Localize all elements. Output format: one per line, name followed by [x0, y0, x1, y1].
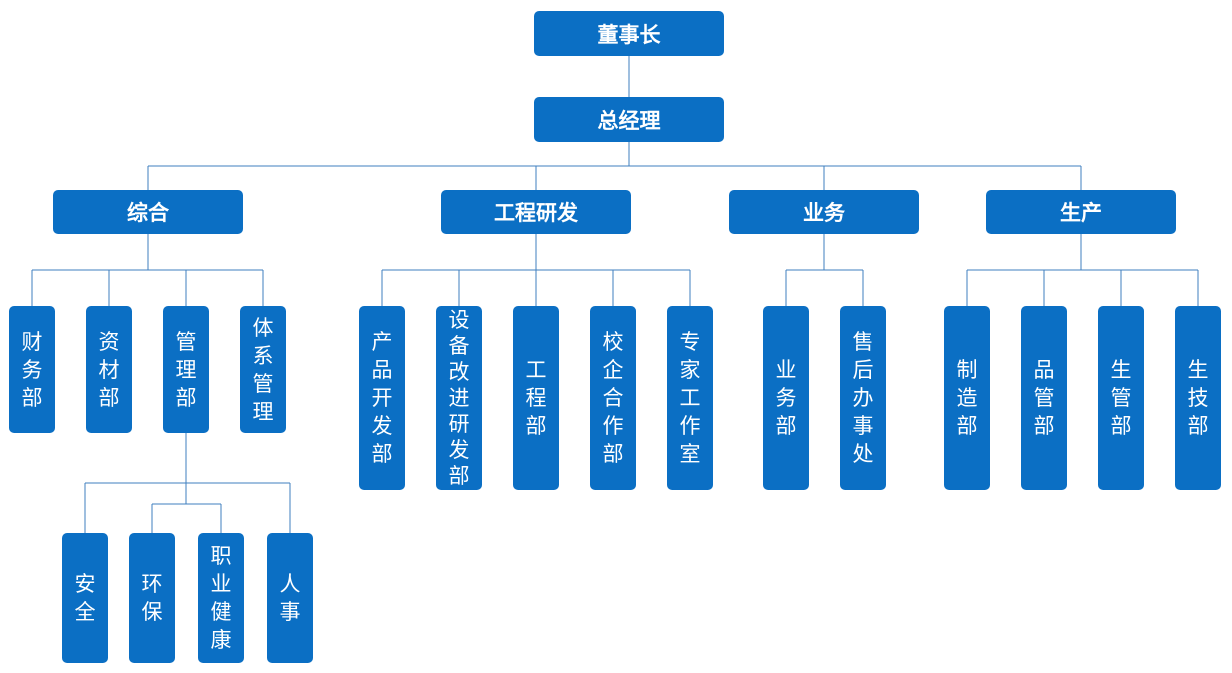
unit-personnel-label: 人事 — [279, 572, 301, 624]
dept-quality-mgmt-label: 品管部 — [1033, 358, 1055, 438]
division-engineering-label: 工程研发 — [494, 201, 578, 225]
dept-expert-office-box: 专家工作室 — [667, 306, 713, 490]
dept-after-sales-box: 售后办事处 — [840, 306, 886, 490]
dept-finance-label: 财务部 — [21, 329, 43, 410]
dept-system-mgmt-label: 体系管理 — [252, 315, 274, 424]
dept-production-mgmt-box: 生管部 — [1098, 306, 1144, 490]
division-production-label: 生产 — [1060, 201, 1102, 225]
general-manager-label: 总经理 — [597, 108, 661, 133]
dept-expert-office-label: 专家工作室 — [679, 330, 701, 466]
general-manager-box: 总经理 — [534, 97, 724, 142]
dept-school-enterprise-box: 校企合作部 — [590, 306, 636, 490]
dept-finance-box: 财务部 — [9, 306, 55, 433]
chairman-label: 董事长 — [597, 22, 661, 47]
unit-occupational-health-box: 职业健康 — [198, 533, 244, 663]
dept-after-sales-label: 售后办事处 — [852, 330, 874, 466]
unit-safety-box: 安全 — [62, 533, 108, 663]
dept-manufacturing-label: 制造部 — [956, 358, 978, 438]
dept-materials-box: 资材部 — [86, 306, 132, 433]
dept-production-tech-box: 生技部 — [1175, 306, 1221, 490]
dept-production-mgmt-label: 生管部 — [1110, 358, 1132, 438]
unit-occupational-health-label: 职业健康 — [210, 544, 232, 652]
dept-business-box: 业务部 — [763, 306, 809, 490]
dept-product-dev-box: 产品开发部 — [359, 306, 405, 490]
dept-business-label: 业务部 — [775, 358, 797, 438]
dept-engineering-label: 工程部 — [525, 358, 547, 438]
unit-personnel-box: 人事 — [267, 533, 313, 663]
unit-environment-box: 环保 — [129, 533, 175, 663]
division-engineering-box: 工程研发 — [441, 190, 631, 234]
chairman-box: 董事长 — [534, 11, 724, 56]
dept-materials-label: 资材部 — [98, 329, 120, 410]
dept-management-label: 管理部 — [175, 329, 197, 410]
dept-product-dev-label: 产品开发部 — [371, 330, 393, 466]
division-admin-box: 综合 — [53, 190, 243, 234]
unit-environment-label: 环保 — [141, 572, 163, 624]
dept-system-mgmt-box: 体系管理 — [240, 306, 286, 433]
division-business-label: 业务 — [803, 201, 845, 225]
dept-management-box: 管理部 — [163, 306, 209, 433]
dept-equipment-rd-label: 设备改进研发部 — [448, 308, 470, 488]
dept-school-enterprise-label: 校企合作部 — [602, 330, 624, 466]
dept-quality-mgmt-box: 品管部 — [1021, 306, 1067, 490]
unit-safety-label: 安全 — [74, 572, 96, 624]
dept-manufacturing-box: 制造部 — [944, 306, 990, 490]
dept-engineering-box: 工程部 — [513, 306, 559, 490]
dept-equipment-rd-box: 设备改进研发部 — [436, 306, 482, 490]
division-business-box: 业务 — [729, 190, 919, 234]
dept-production-tech-label: 生技部 — [1187, 358, 1209, 438]
division-admin-label: 综合 — [127, 201, 169, 225]
division-production-box: 生产 — [986, 190, 1176, 234]
